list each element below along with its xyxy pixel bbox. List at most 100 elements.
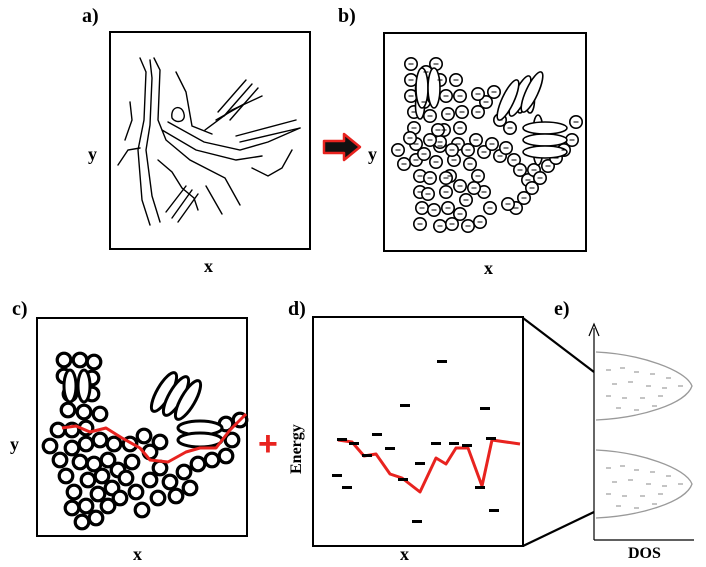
bead: [133, 501, 151, 519]
bead: [57, 467, 75, 485]
panel-e-x-label: DOS: [628, 545, 661, 562]
chain: [161, 129, 263, 161]
bead: [51, 451, 69, 469]
bead: [89, 485, 107, 503]
bead: [55, 351, 73, 369]
chain: [171, 189, 193, 219]
bead: [111, 489, 129, 507]
bead: [91, 405, 109, 423]
panel-d-x-label: x: [400, 544, 409, 564]
panel-b-label: b): [338, 5, 356, 27]
panel-b-frame: [383, 32, 587, 252]
bead: [63, 439, 81, 457]
panel-d-frame: [312, 316, 524, 547]
energy-level: [400, 404, 410, 407]
crystalline-segment: [522, 145, 568, 159]
bead: [181, 479, 199, 497]
bead: [71, 453, 89, 471]
bead: [175, 463, 193, 481]
chain: [167, 121, 301, 151]
bead: [105, 435, 123, 453]
energy-level: [349, 442, 359, 445]
bead: [59, 401, 77, 419]
bead: [71, 351, 89, 369]
energy-level: [332, 474, 342, 477]
transition-arrow: [322, 132, 362, 162]
panel-e-label: e): [554, 298, 570, 320]
bead: [91, 431, 109, 449]
bead-network: [390, 56, 583, 234]
energy-level: [489, 509, 499, 512]
bead: [217, 447, 235, 465]
arrow-right-icon: [322, 132, 362, 162]
bead: [167, 487, 185, 505]
panel-a: a) y x: [82, 5, 311, 276]
energy-level: [385, 447, 395, 450]
transport-path: [61, 412, 248, 464]
panel-c-x-label: x: [133, 544, 142, 564]
panel-c-label: c): [12, 298, 28, 320]
bead: [135, 427, 153, 445]
panel-e: e) DOS: [554, 298, 694, 562]
panel-a-y-label: y: [88, 144, 97, 164]
energy-level: [475, 486, 485, 489]
chain: [239, 127, 301, 143]
energy-level: [415, 462, 425, 465]
panel-b-x-label: x: [484, 258, 493, 278]
bead: [75, 403, 93, 421]
energy-level: [362, 454, 372, 457]
panel-c: c) y x: [10, 298, 249, 564]
zoom-line-bottom: [522, 511, 595, 547]
bead: [141, 471, 159, 489]
dos-band-upper: [595, 351, 693, 421]
chain: [217, 79, 247, 113]
energy-level: [486, 437, 496, 440]
energy-level: [449, 442, 459, 445]
bead: [149, 489, 167, 507]
chain: [153, 57, 241, 206]
bead: [77, 497, 95, 515]
bead: [127, 483, 145, 501]
chain: [251, 149, 293, 177]
chain: [145, 59, 161, 223]
energy-level: [337, 438, 347, 441]
crystalline-segment: [176, 431, 224, 449]
bead: [41, 437, 59, 455]
panel-a-frame: [109, 31, 311, 250]
bead: [65, 483, 83, 501]
crystalline-segment: [427, 67, 441, 109]
chain: [175, 71, 213, 135]
chain: [117, 147, 141, 166]
bead: [99, 497, 117, 515]
chain: [157, 159, 199, 211]
chain-loop: [171, 107, 185, 123]
crystalline-segment: [522, 133, 568, 147]
bead: [63, 499, 81, 517]
bead-marks: [395, 63, 579, 227]
bead-network: [41, 351, 249, 531]
panel-c-frame: [36, 317, 248, 537]
bead: [87, 509, 105, 527]
bead: [93, 467, 111, 485]
crystalline-segment: [522, 121, 568, 135]
polymer-chains: [117, 57, 301, 226]
panel-d-y-label: Energy: [288, 424, 305, 474]
energy-level: [412, 520, 422, 523]
panel-b: b) y x: [338, 5, 587, 278]
panel-d-label: d): [288, 298, 306, 320]
chain: [204, 95, 263, 131]
energy-level: [462, 444, 472, 447]
bead: [161, 473, 179, 491]
bead: [85, 353, 103, 371]
bead: [151, 433, 169, 451]
chain: [205, 185, 223, 215]
panel-d: d) Energy x: [288, 298, 524, 564]
chain: [137, 57, 151, 226]
chain: [223, 83, 253, 117]
axis-arrow-icon: [588, 322, 600, 337]
energy-level: [342, 486, 352, 489]
energy-level: [398, 478, 408, 481]
bead: [77, 435, 95, 453]
bead: [189, 455, 207, 473]
